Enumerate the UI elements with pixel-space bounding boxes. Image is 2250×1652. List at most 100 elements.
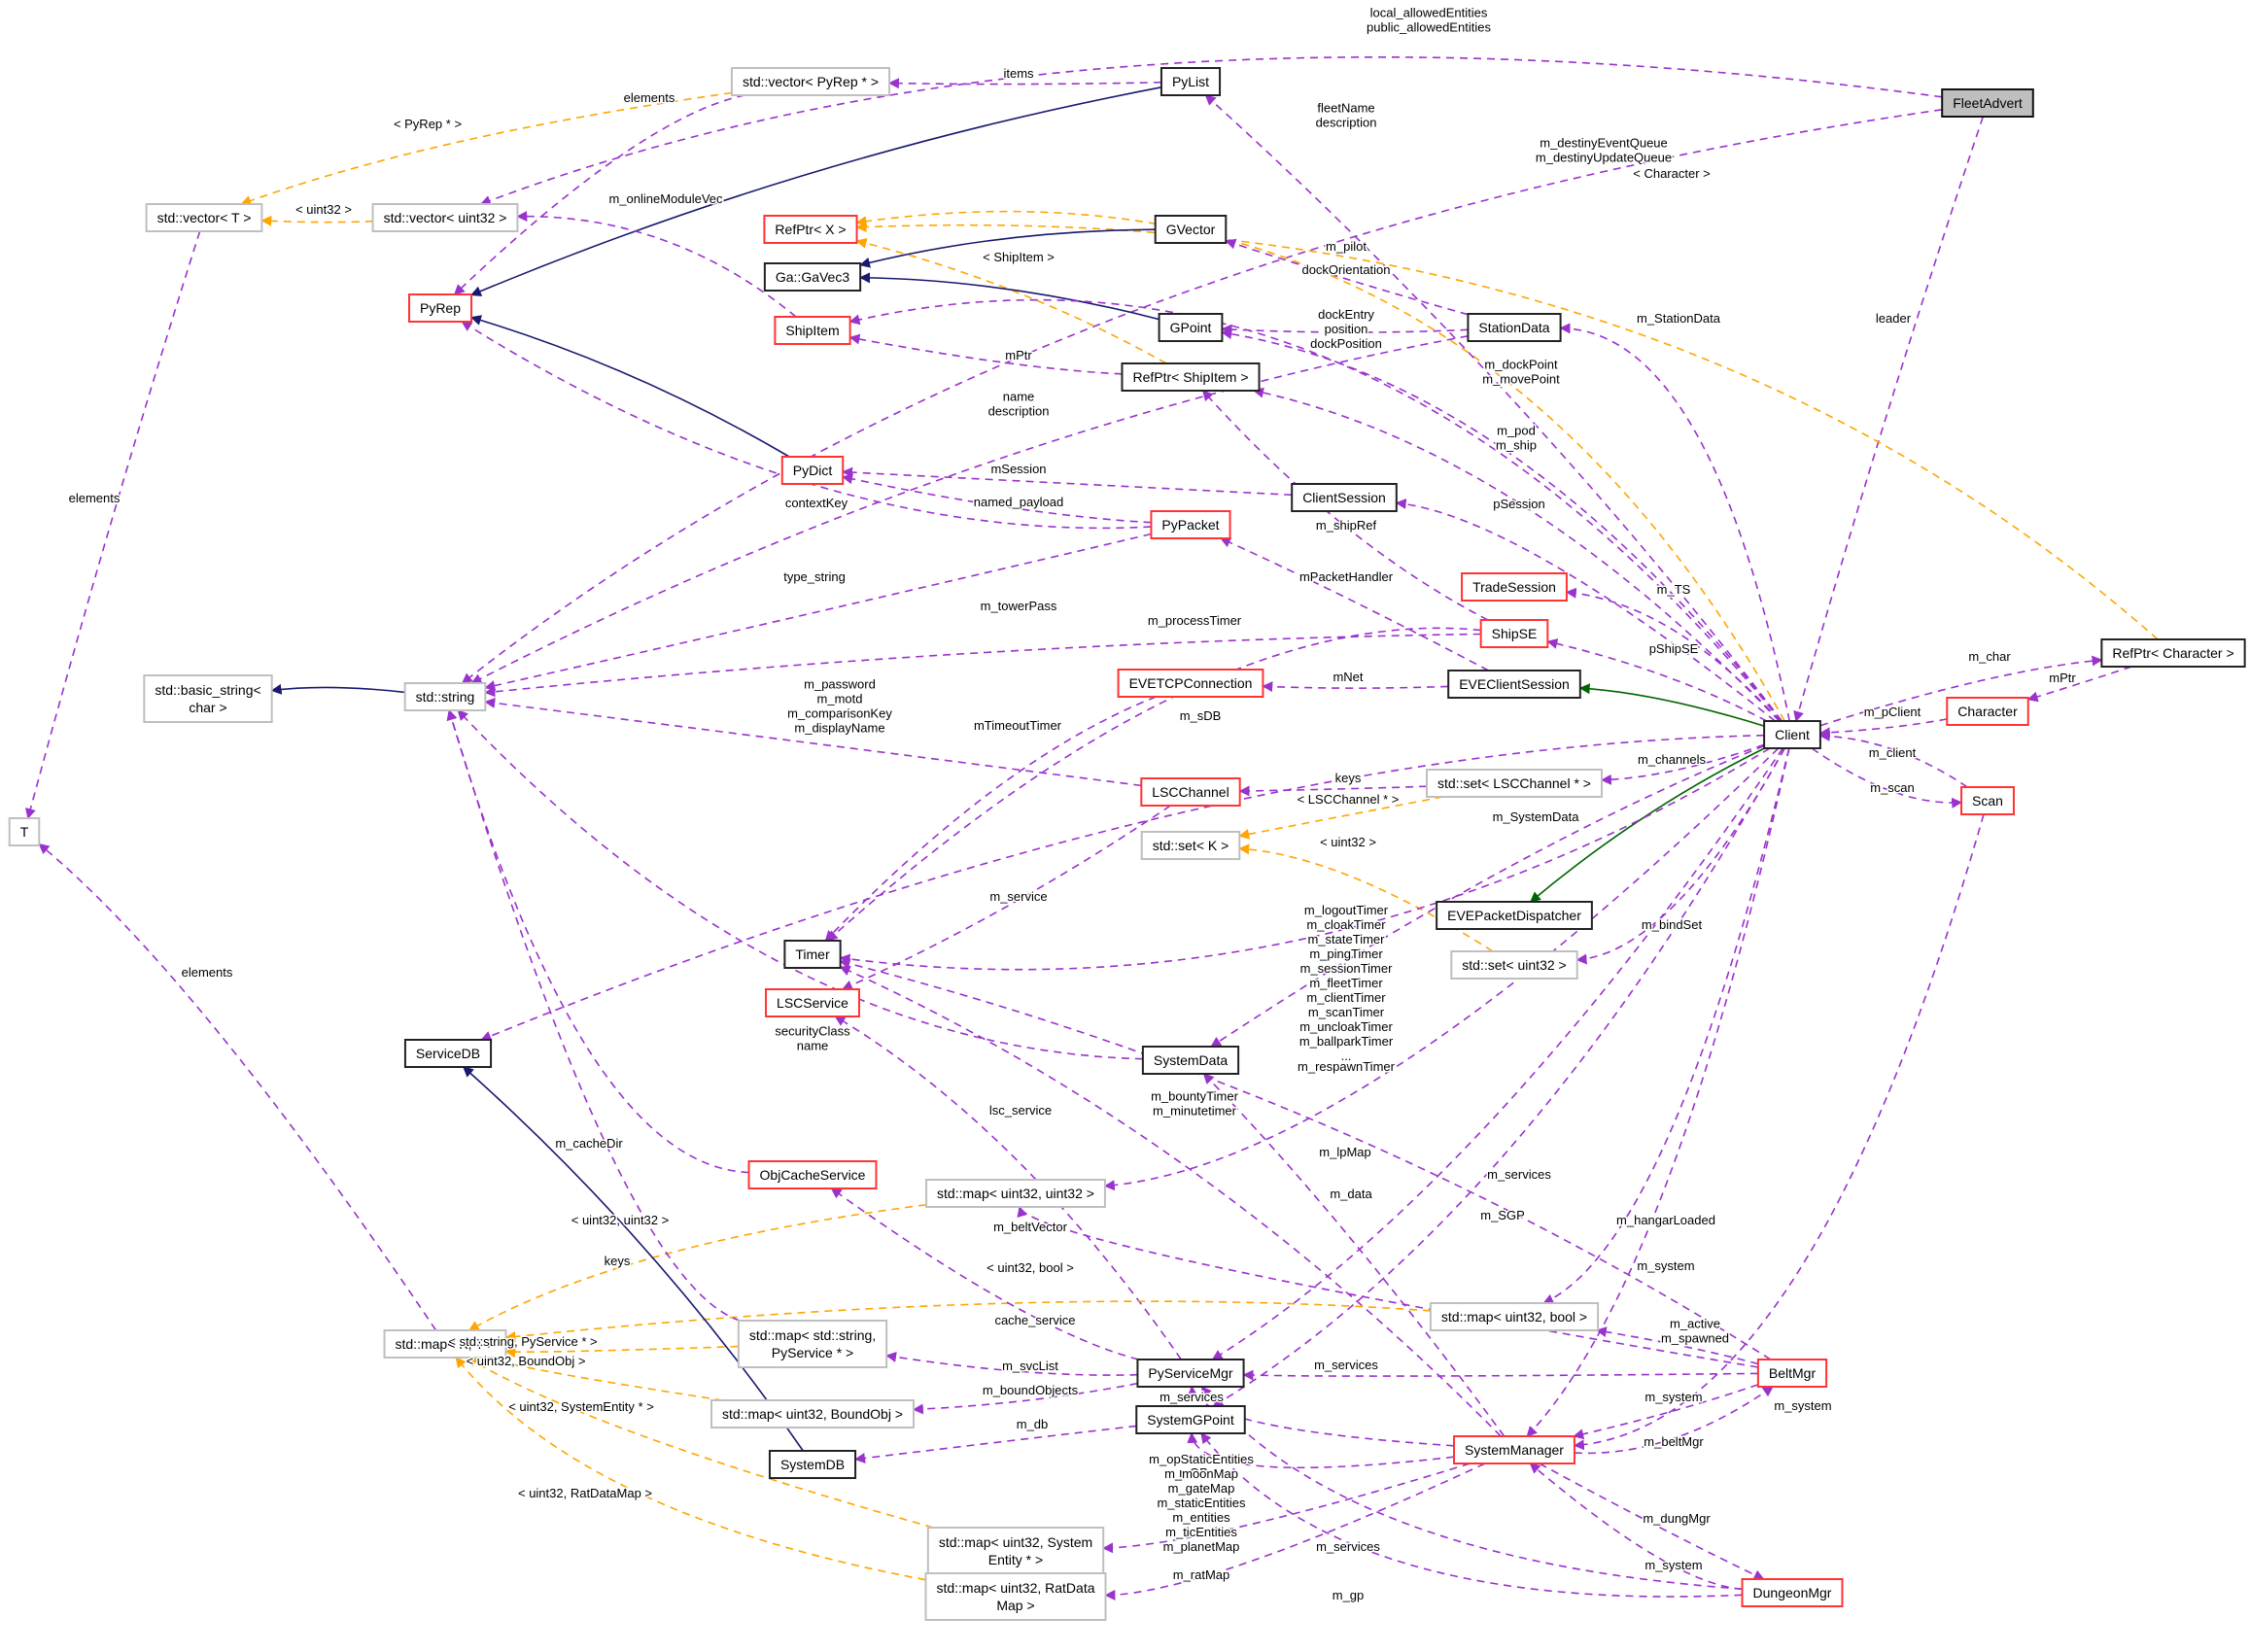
class-node-clientsession[interactable]: ClientSession: [1291, 483, 1398, 512]
edge-label: m_beltVector: [993, 1220, 1068, 1234]
node-label: std::set< uint32 >: [1462, 957, 1566, 973]
edge-label: < uint32 >: [295, 202, 352, 217]
class-node-shipitem[interactable]: ShipItem: [774, 316, 851, 345]
edge-label: m_SGP: [1480, 1208, 1525, 1222]
edge-label: elements: [182, 965, 233, 980]
edge-label: m_system: [1637, 1258, 1694, 1273]
edge-clientsession-to-pydict: [842, 466, 1293, 497]
class-node-t[interactable]: T: [8, 817, 41, 846]
edge-label: mPtr: [1005, 348, 1032, 362]
class-node-vecuint[interactable]: std::vector< uint32 >: [371, 203, 519, 232]
edge-client-to-refptrx: [855, 210, 1785, 722]
edge-shipitem-to-vecuint: [516, 211, 797, 318]
class-node-setuint[interactable]: std::set< uint32 >: [1450, 950, 1578, 980]
node-box: [780, 456, 845, 485]
node-label: SystemGPoint: [1147, 1412, 1234, 1428]
node-label: BeltMgr: [1769, 1365, 1817, 1381]
class-node-mapuintuint[interactable]: std::map< uint32, uint32 >: [925, 1179, 1106, 1208]
class-node-refptrchar[interactable]: RefPtr< Character >: [2100, 638, 2246, 668]
node-box: [763, 215, 858, 244]
class-node-systemdata[interactable]: SystemData: [1141, 1046, 1240, 1075]
class-node-pypacket[interactable]: PyPacket: [1150, 510, 1231, 539]
edge-client-to-pylist: [1204, 94, 1783, 722]
class-node-mapuintbool[interactable]: std::map< uint32, bool >: [1429, 1302, 1600, 1331]
class-node-timer[interactable]: Timer: [783, 940, 842, 969]
class-node-lscservice[interactable]: LSCService: [765, 988, 860, 1017]
class-node-maprat[interactable]: std::map< uint32, RatDataMap >: [924, 1572, 1107, 1621]
edge-label: < LSCChannel * >: [1298, 792, 1400, 807]
edge-label: m_services: [1316, 1539, 1380, 1554]
node-label: std::basic_string<: [155, 682, 260, 698]
edge-scan-to-systemmanager: [1573, 813, 1985, 1451]
node-box: [1117, 669, 1264, 698]
class-node-stdstring[interactable]: std::string: [403, 682, 487, 711]
class-node-pylist[interactable]: PyList: [1160, 67, 1222, 96]
edge-label: m_StationData: [1637, 311, 1721, 326]
class-node-gpoint[interactable]: GPoint: [1158, 313, 1224, 342]
class-node-objcacheservice[interactable]: ObjCacheService: [747, 1160, 878, 1189]
class-node-vecpyrep[interactable]: std::vector< PyRep * >: [730, 67, 891, 96]
edge-pyservicemgr-to-mapbound: [912, 1382, 1138, 1415]
class-node-fleetadvert[interactable]: FleetAdvert: [1941, 88, 2034, 118]
class-node-stationdata[interactable]: StationData: [1467, 313, 1562, 342]
class-node-setk[interactable]: std::set< K >: [1140, 831, 1241, 860]
class-node-gvector[interactable]: GVector: [1154, 215, 1228, 244]
node-label: EVETCPConnection: [1129, 675, 1253, 691]
class-node-systemmanager[interactable]: SystemManager: [1453, 1435, 1575, 1464]
edge-label: mPacketHandler: [1299, 569, 1394, 584]
node-label: SystemDB: [780, 1457, 845, 1472]
class-node-eveclientsession[interactable]: EVEClientSession: [1447, 670, 1581, 699]
node-label: char >: [189, 700, 226, 715]
node-box: [403, 1039, 493, 1068]
class-node-mapstrsvc[interactable]: std::map< std::string,PyService * >: [737, 1320, 888, 1368]
class-node-mapsysent[interactable]: std::map< uint32, SystemEntity * >: [926, 1527, 1105, 1575]
node-label: std::vector< T >: [157, 210, 252, 225]
class-node-pyservicemgr[interactable]: PyServiceMgr: [1136, 1359, 1245, 1388]
edge-shipse-to-timer: [826, 627, 1481, 942]
node-box: [1479, 619, 1549, 648]
node-box: [145, 203, 263, 232]
class-node-setlsc[interactable]: std::set< LSCChannel * >: [1426, 769, 1603, 798]
class-node-pyrep[interactable]: PyRep: [407, 293, 473, 323]
class-node-basicstring[interactable]: std::basic_string<char >: [143, 674, 273, 723]
class-node-scan[interactable]: Scan: [1960, 786, 2015, 815]
node-box: [737, 1320, 888, 1368]
class-node-dungeonmgr[interactable]: DungeonMgr: [1741, 1578, 1844, 1607]
edge-client-to-stationdata: [1559, 323, 1790, 722]
class-node-mapkt[interactable]: std::map< K, T >: [383, 1329, 507, 1359]
class-node-evetcpconnection[interactable]: EVETCPConnection: [1117, 669, 1264, 698]
edge-scan-to-client: [1818, 730, 1968, 788]
class-node-shipse[interactable]: ShipSE: [1479, 619, 1549, 648]
class-node-vect[interactable]: std::vector< T >: [145, 203, 263, 232]
class-node-evepacketdispatcher[interactable]: EVEPacketDispatcher: [1436, 901, 1593, 930]
node-box: [765, 988, 860, 1017]
class-node-servicedb[interactable]: ServiceDB: [403, 1039, 493, 1068]
class-node-refptrx[interactable]: RefPtr< X >: [763, 215, 858, 244]
edge-label: m_onlineModuleVec: [608, 191, 723, 206]
class-node-refptrship[interactable]: RefPtr< ShipItem >: [1121, 362, 1261, 392]
edge-label: m_channels: [1638, 752, 1707, 767]
class-node-gavec3[interactable]: Ga::GaVec3: [763, 262, 862, 292]
edge-systemmanager-to-dungeonmgr: [1539, 1463, 1765, 1580]
class-node-systemgpoint[interactable]: SystemGPoint: [1135, 1405, 1246, 1434]
class-node-systemdb[interactable]: SystemDB: [768, 1450, 857, 1479]
edge-client-to-mapuintuint: [1103, 747, 1780, 1191]
class-node-mapbound[interactable]: std::map< uint32, BoundObj >: [710, 1399, 916, 1428]
class-node-client[interactable]: Client: [1763, 720, 1821, 749]
node-label: RefPtr< ShipItem >: [1132, 369, 1248, 385]
edge-label: m_gp: [1333, 1588, 1365, 1602]
class-node-lscchannel[interactable]: LSCChannel: [1140, 777, 1241, 807]
edge-mapsysent-to-mapkt: [466, 1357, 934, 1529]
node-box: [1154, 215, 1228, 244]
node-box: [1160, 67, 1222, 96]
node-box: [383, 1329, 507, 1359]
edge-refptrship-to-refptrx: [855, 237, 1167, 364]
class-node-tradesession[interactable]: TradeSession: [1461, 572, 1568, 602]
class-node-beltmgr[interactable]: BeltMgr: [1756, 1359, 1828, 1388]
class-node-pydict[interactable]: PyDict: [780, 456, 845, 485]
edge-label: elements: [69, 491, 121, 505]
class-node-character[interactable]: Character: [1946, 697, 2029, 726]
edge-label: pSession: [1493, 497, 1544, 511]
